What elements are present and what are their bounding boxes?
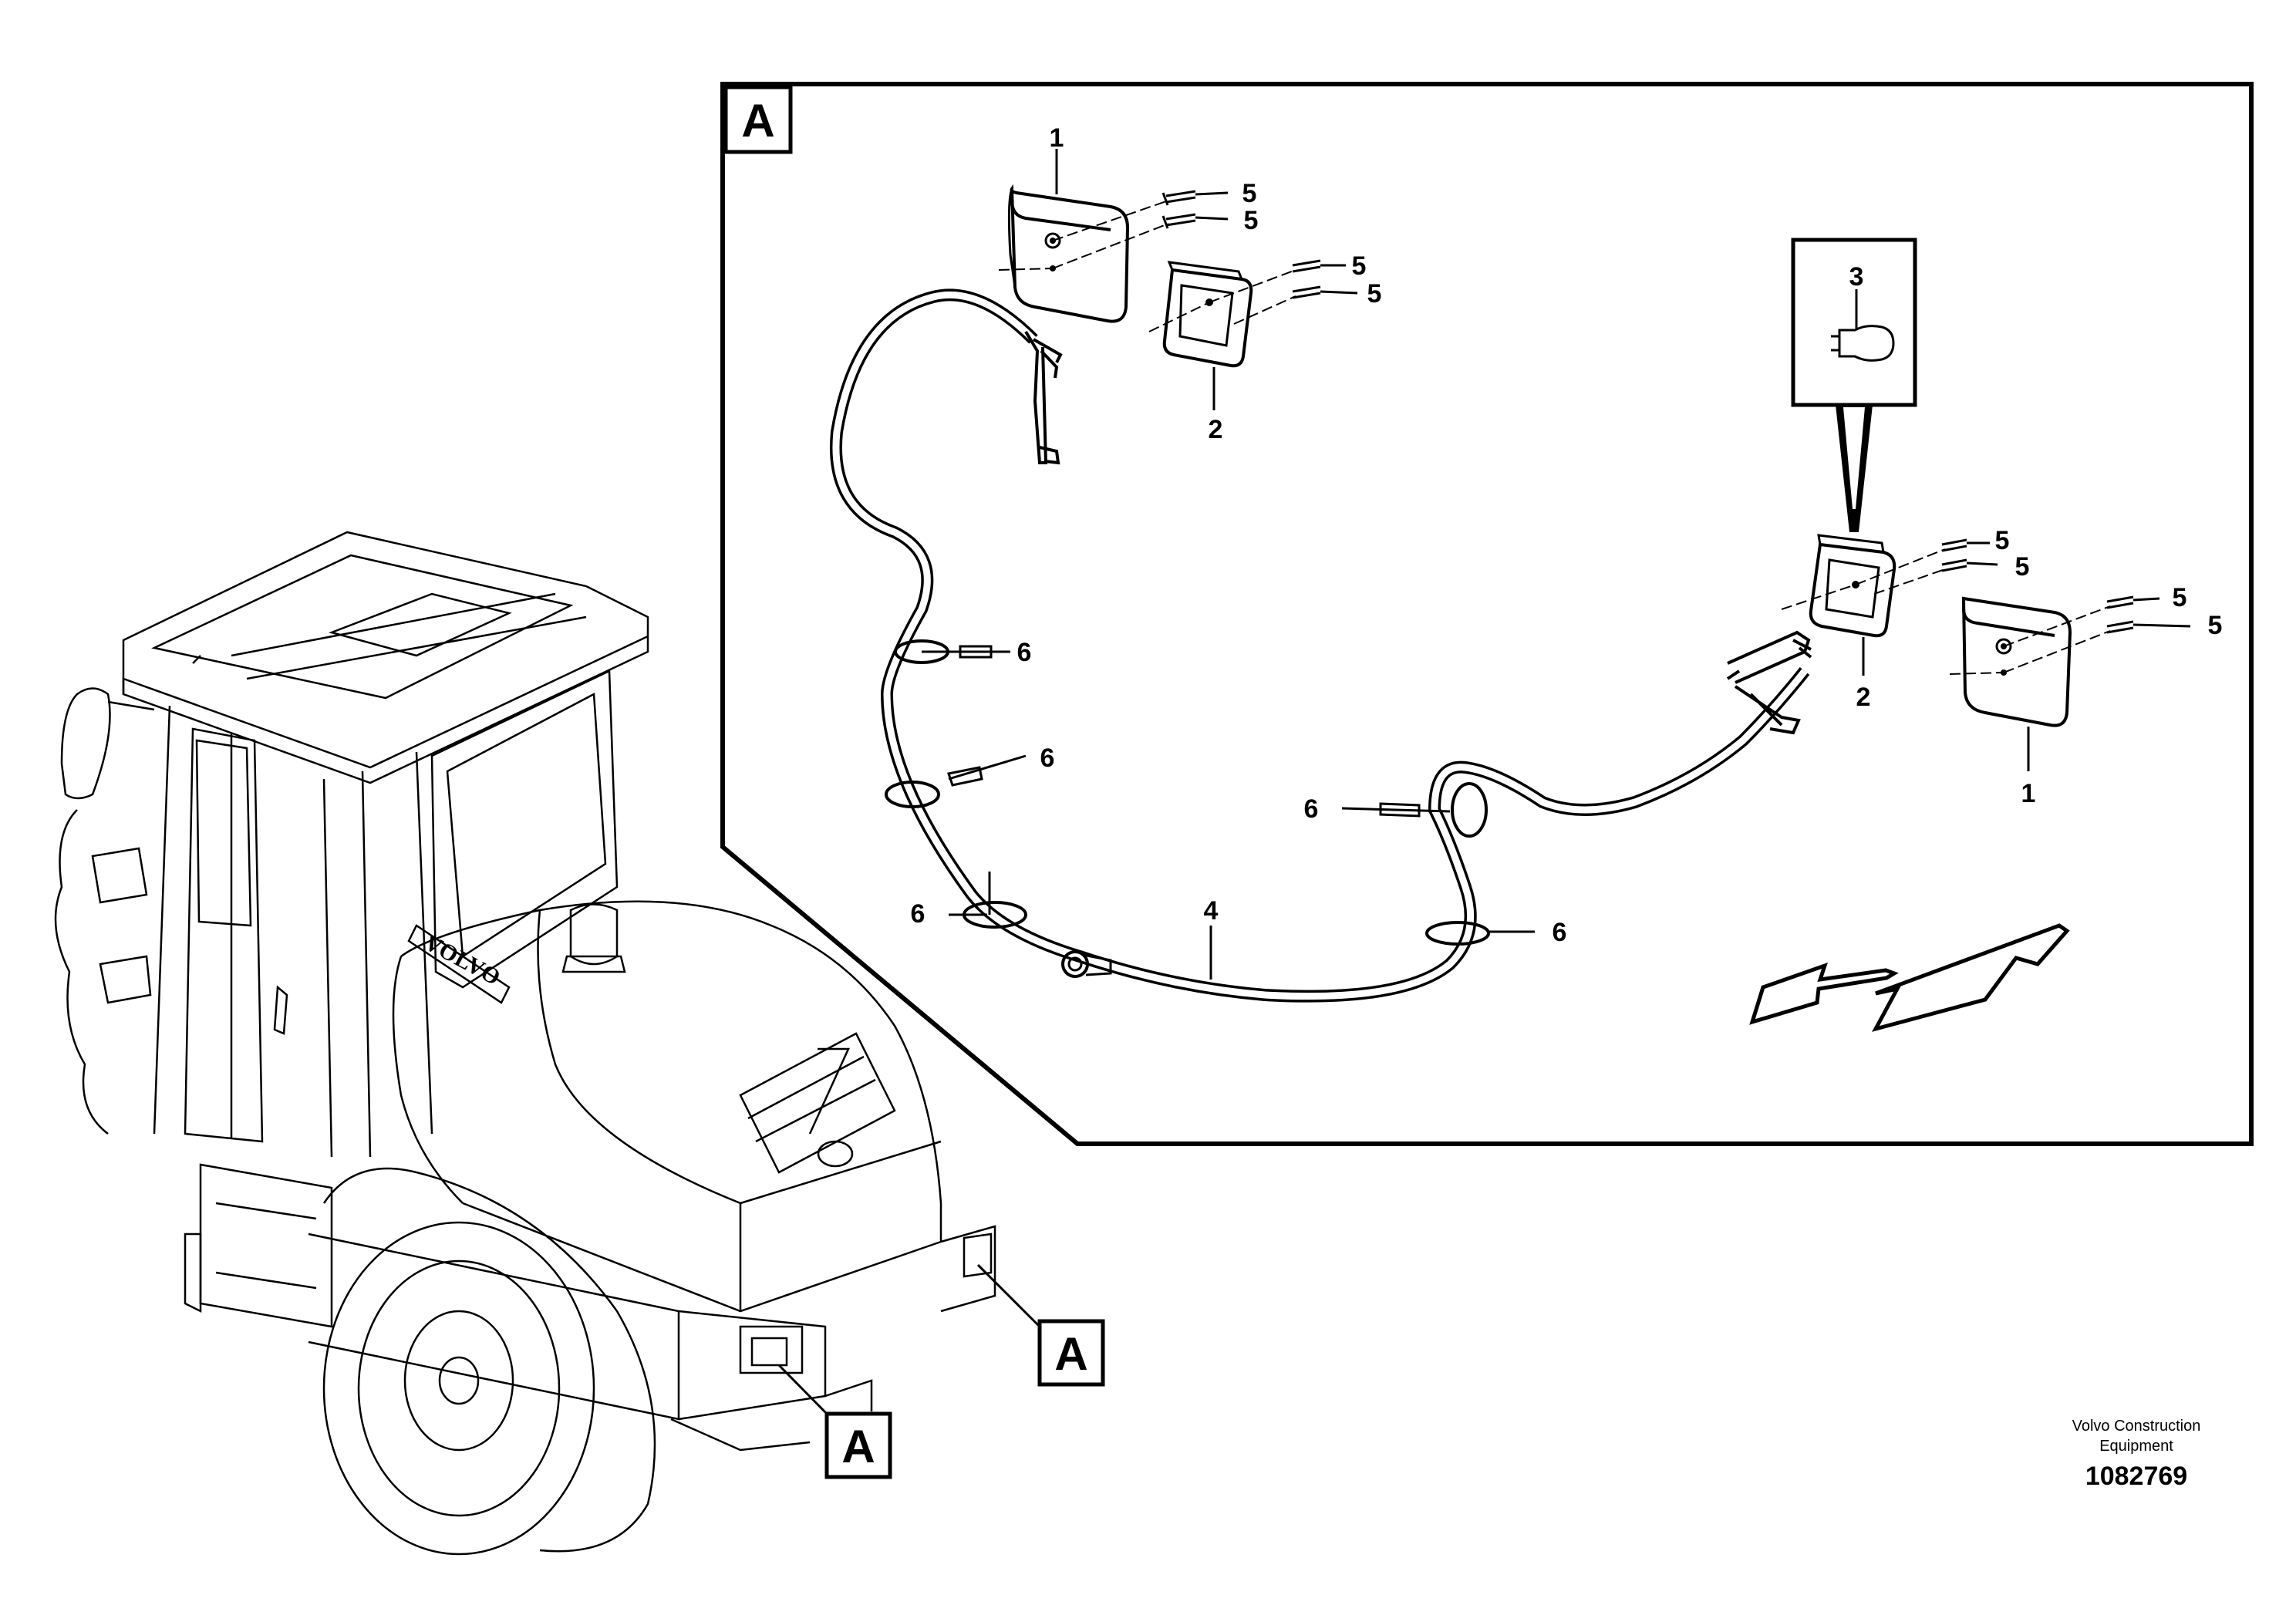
callout-part-2-right: 2 (1856, 683, 1871, 712)
document-number: 1082769 (2085, 1462, 2187, 1491)
callout-part-5-f: 5 (2015, 552, 2030, 582)
detail-view-frame: A (720, 82, 2254, 1146)
view-tag-cab-left-group: A (777, 1364, 892, 1479)
callout-part-2-top: 2 (1209, 415, 1223, 444)
callout-part-1-top: 1 (1050, 123, 1064, 153)
bulb-inset (1791, 238, 1917, 532)
callout-part-6-b: 6 (1040, 744, 1055, 773)
callout-part-5-d: 5 (1367, 279, 1382, 309)
callout-part-4: 4 (1204, 896, 1219, 926)
callout-part-6-c: 6 (911, 899, 925, 929)
callout-part-5-h: 5 (2208, 611, 2223, 640)
view-tag-a: A (741, 95, 774, 147)
callout-part-6-a: 6 (1017, 638, 1032, 667)
callout-part-6-d: 6 (1304, 794, 1319, 824)
lamp-housing-right (1949, 595, 2191, 771)
callout-part-5-g: 5 (2173, 583, 2187, 612)
view-tag-cab-right-group: A (976, 1263, 1105, 1387)
callout-part-5-a: 5 (1242, 179, 1257, 208)
lamp-frame-left (1148, 259, 1358, 410)
lamp-frame-right (1781, 534, 1998, 676)
lamp-housing-left (998, 149, 1229, 323)
callout-part-5-c: 5 (1352, 251, 1367, 281)
view-tag-cab-right: A (1054, 1328, 1087, 1380)
credit-line-1: Volvo Construction (2072, 1418, 2201, 1435)
callout-part-1-right: 1 (2021, 779, 2036, 808)
cable-harness (830, 288, 1812, 1003)
view-tag-cab-left: A (841, 1421, 875, 1472)
callout-part-6-e: 6 (1553, 918, 1567, 947)
direction-arrow (1749, 962, 1899, 1025)
credit-line-2: Equipment (2099, 1438, 2173, 1455)
callout-part-5-e: 5 (1995, 526, 2010, 555)
machine-overview (54, 531, 996, 1556)
callout-part-3: 3 (1849, 262, 1864, 292)
callout-part-5-b: 5 (1244, 206, 1259, 235)
